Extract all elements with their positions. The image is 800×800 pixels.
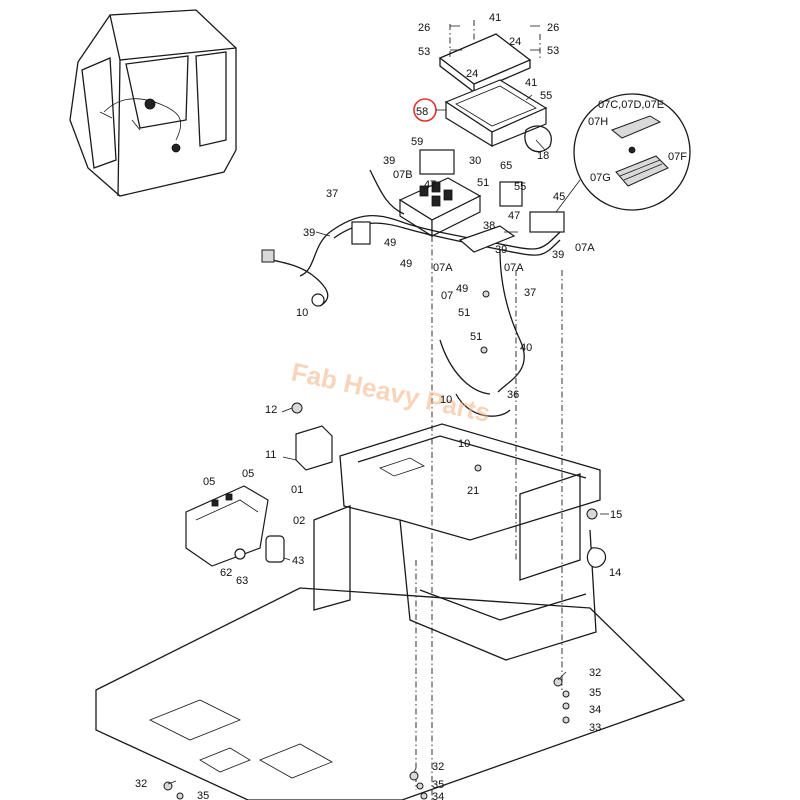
label-10b: 10: [440, 394, 452, 406]
label-33: 33: [589, 722, 601, 734]
label-01: 01: [291, 484, 303, 496]
label-62: 62: [220, 567, 232, 579]
label-39c: 39: [495, 244, 507, 256]
label-32c: 32: [135, 778, 147, 790]
label-07a1: 07A: [575, 242, 595, 254]
label-39d: 39: [552, 249, 564, 261]
label-49b: 49: [400, 258, 412, 270]
label-34b: 34: [432, 791, 444, 800]
label-26a: 26: [418, 22, 430, 34]
label-39b: 39: [303, 227, 315, 239]
label-59: 59: [411, 136, 423, 148]
label-55a: 55: [540, 90, 552, 102]
label-07: 07: [441, 290, 453, 302]
switch-panel: [185, 485, 285, 567]
relay-box: [398, 149, 523, 238]
label-51b: 51: [458, 307, 470, 319]
label-41b: 41: [525, 77, 537, 89]
label-55b: 55: [514, 181, 526, 193]
label-07a3: 07A: [504, 262, 524, 274]
label-39a: 39: [383, 155, 395, 167]
label-05b: 05: [242, 468, 254, 480]
label-10a: 10: [296, 307, 308, 319]
label-53a: 53: [418, 46, 430, 58]
label-47b: 47: [508, 210, 520, 222]
label-47a: 47: [424, 179, 436, 191]
label-35c: 35: [197, 790, 209, 800]
label-10c: 10: [458, 438, 470, 450]
label-07f: 07F: [668, 151, 687, 163]
label-26b: 26: [547, 22, 559, 34]
wire-harness: [261, 169, 565, 417]
label-36: 36: [507, 389, 519, 401]
leader-lines: [167, 25, 609, 785]
label-21: 21: [467, 485, 479, 497]
label-32a: 32: [589, 667, 601, 679]
label-32b: 32: [432, 761, 444, 773]
label-41a: 41: [489, 12, 501, 24]
label-18: 18: [537, 150, 549, 162]
part-labels: 26 41 26 53 24 53 24 41 55 58 18 59 39 3…: [135, 12, 687, 800]
cab-drawing: [69, 9, 237, 197]
label-07b: 07B: [393, 169, 413, 181]
label-07a2: 07A: [433, 262, 453, 274]
label-53b: 53: [547, 45, 559, 57]
label-35b: 35: [432, 779, 444, 791]
label-49a: 49: [384, 237, 396, 249]
label-49c: 49: [456, 283, 468, 295]
label-15: 15: [610, 509, 622, 521]
label-37b: 37: [524, 287, 536, 299]
label-38: 38: [483, 220, 495, 232]
label-35a: 35: [589, 687, 601, 699]
label-11: 11: [265, 449, 276, 461]
label-24b: 24: [466, 68, 478, 80]
label-37a: 37: [326, 188, 338, 200]
label-30: 30: [469, 155, 481, 167]
label-07cde: 07C,07D,07E: [598, 99, 664, 111]
label-05a: 05: [203, 476, 215, 488]
label-51a: 51: [477, 177, 489, 189]
label-12: 12: [265, 404, 277, 416]
watermark-text: Fab Heavy Parts: [289, 357, 493, 428]
base-plate: [95, 587, 686, 800]
label-65: 65: [500, 160, 512, 172]
main-frame: [313, 423, 601, 661]
label-43: 43: [292, 555, 304, 567]
controller-unit: [444, 79, 552, 153]
label-63: 63: [236, 575, 248, 587]
fasteners: [163, 290, 607, 800]
label-34a: 34: [589, 704, 601, 716]
label-45: 45: [553, 191, 565, 203]
label-40: 40: [520, 342, 532, 354]
label-58: 58: [416, 106, 428, 118]
label-07h: 07H: [588, 116, 608, 128]
detail-callout: [555, 93, 691, 213]
label-02: 02: [293, 515, 305, 527]
label-07g: 07G: [590, 172, 611, 184]
label-51c: 51: [470, 331, 482, 343]
label-24a: 24: [509, 36, 521, 48]
label-14: 14: [609, 567, 621, 579]
bracket-11: [291, 402, 333, 471]
